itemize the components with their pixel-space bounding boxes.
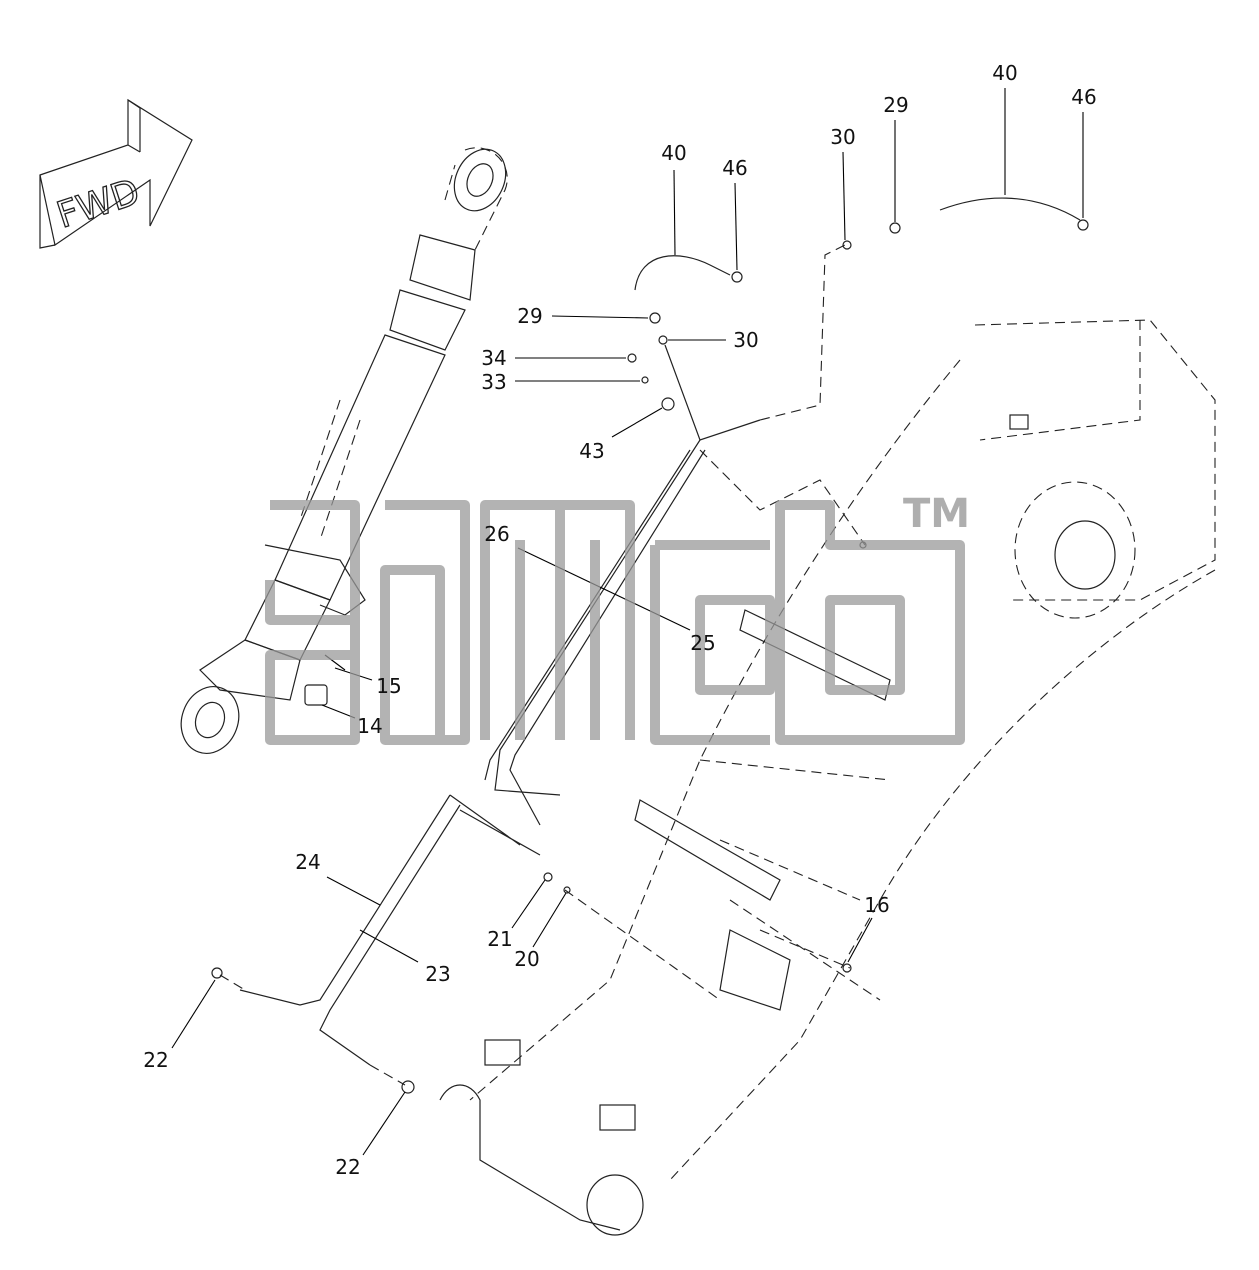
callout-21: 21	[487, 927, 512, 951]
leader-lines	[171, 88, 1084, 1156]
callout-40: 40	[661, 141, 686, 165]
callout-14: 14	[357, 714, 382, 738]
callout-24: 24	[295, 850, 320, 874]
boom-structure	[439, 319, 1216, 1236]
callout-40: 40	[992, 61, 1017, 85]
callout-33: 33	[481, 370, 506, 394]
callout-29: 29	[517, 304, 542, 328]
callout-29: 29	[883, 93, 908, 117]
callout-23: 23	[425, 962, 450, 986]
callout-26: 26	[484, 522, 509, 546]
callout-15: 15	[376, 674, 401, 698]
callout-46: 46	[1071, 85, 1096, 109]
watermark: TM	[265, 491, 970, 745]
callout-20: 20	[514, 947, 539, 971]
callout-25: 25	[690, 631, 715, 655]
callout-30: 30	[830, 125, 855, 149]
fwd-label: FWD	[52, 172, 145, 237]
forward-arrow: FWD	[39, 98, 193, 249]
callout-22: 22	[335, 1155, 360, 1179]
callout-46: 46	[722, 156, 747, 180]
boom-cylinder	[180, 147, 508, 754]
callout-43: 43	[579, 439, 604, 463]
callout-34: 34	[481, 346, 506, 370]
callout-22: 22	[143, 1048, 168, 1072]
callout-30: 30	[733, 328, 758, 352]
callout-16: 16	[864, 893, 889, 917]
watermark-tm: TM	[903, 491, 970, 537]
callout-labels: 40 46 30 29 40 46 29 30 34 33 43 26 25 1…	[143, 61, 1096, 1179]
